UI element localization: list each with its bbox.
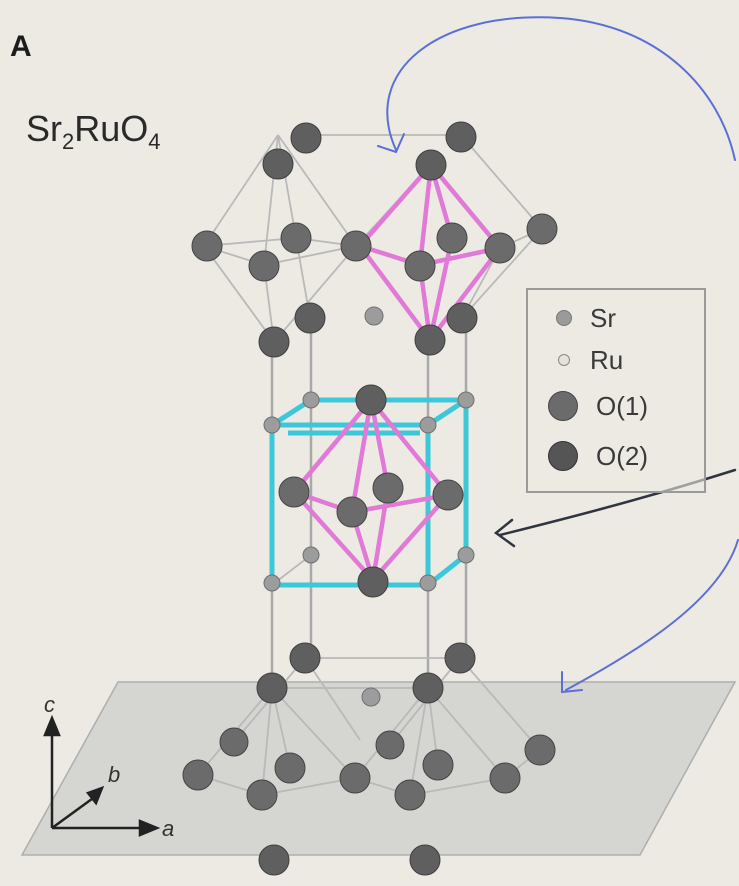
legend-item-o2: O(2)	[548, 436, 648, 476]
formula-part-2: RuO	[74, 108, 149, 149]
arrow-top-head	[377, 133, 405, 154]
legend-item-sr: Sr	[548, 298, 616, 338]
arrow-top-curve	[386, 16, 736, 161]
axis-label-a: a	[162, 816, 174, 841]
legend-swatch-sr	[556, 310, 572, 326]
legend-label-o1: O(1)	[596, 390, 648, 421]
legend-label-o2: O(2)	[596, 440, 648, 471]
arrow-middle-head	[493, 518, 516, 548]
atoms-o-planar	[182, 213, 558, 811]
axis-label-b: b	[108, 762, 120, 787]
legend-label-ru: Ru	[590, 344, 624, 375]
legend-swatch-ru	[558, 354, 570, 366]
legend-item-o1: O(1)	[548, 386, 648, 426]
panel-label: A	[10, 30, 32, 63]
chemical-formula: Sr2RuO4	[26, 108, 161, 155]
atoms-sr	[263, 306, 475, 707]
arrow-bottom-curve	[565, 539, 739, 691]
legend-label-sr: Sr	[590, 302, 616, 333]
axis-label-c: c	[44, 692, 55, 717]
atoms-o-apical	[256, 121, 478, 876]
atom-legend: Sr Ru O(1) O(2)	[526, 288, 706, 493]
formula-part-1: Sr	[26, 108, 62, 149]
arrow-bottom-head	[561, 671, 583, 694]
legend-item-ru: Ru	[548, 340, 623, 380]
legend-swatch-o2	[548, 441, 578, 471]
formula-subscript-1: 2	[62, 129, 75, 155]
formula-subscript-2: 4	[148, 129, 161, 155]
axes-indicator	[43, 714, 161, 837]
legend-swatch-o1	[548, 391, 578, 421]
